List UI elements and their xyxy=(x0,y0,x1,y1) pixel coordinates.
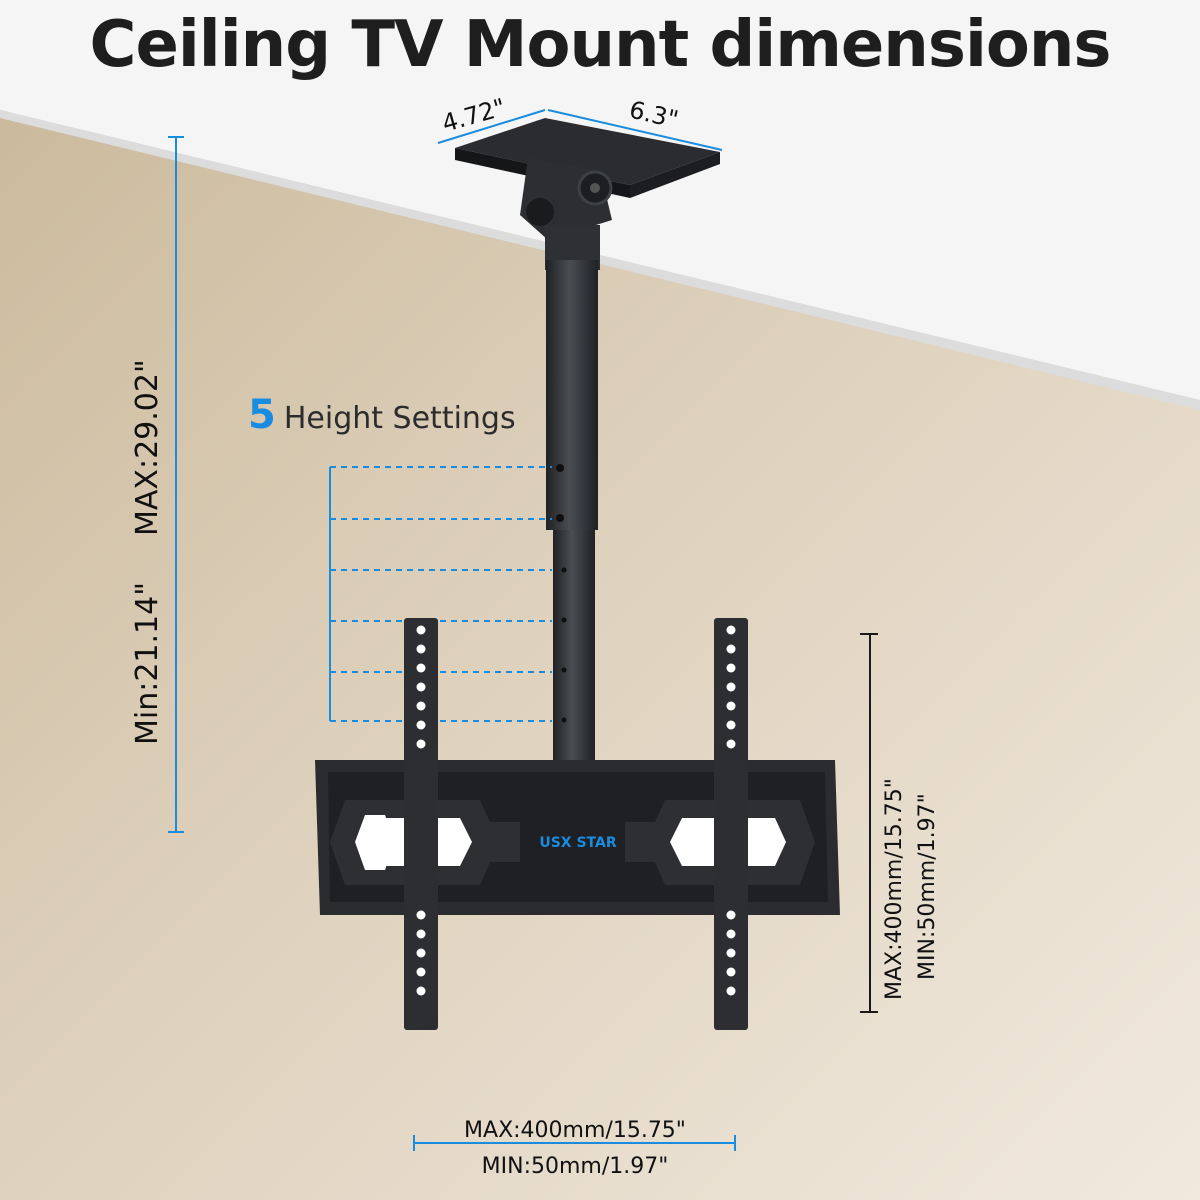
arm-hole xyxy=(416,739,426,749)
arm-hole xyxy=(726,720,736,730)
arm-hole xyxy=(416,625,426,635)
height-settings-guides xyxy=(329,466,552,722)
arm-hole xyxy=(416,682,426,692)
arm-hole xyxy=(416,986,426,996)
arm-hole xyxy=(726,986,736,996)
brand-label: USX STAR xyxy=(539,835,617,851)
height-settings-count: 5 xyxy=(248,392,276,438)
arm-hole xyxy=(726,682,736,692)
arm-hole xyxy=(726,701,736,711)
left-vesa-arm xyxy=(404,618,438,1030)
arm-hole xyxy=(416,720,426,730)
vesa-vertical-dimension xyxy=(860,633,878,1013)
vesa-vertical-max-label: MAX:400mm/15.75" xyxy=(882,778,907,1000)
vesa-horizontal-dimension xyxy=(413,1135,736,1151)
page-title: Ceiling TV Mount dimensions xyxy=(89,8,1111,82)
swivel-bracket xyxy=(520,158,613,270)
arm-hole xyxy=(416,967,426,977)
height-holes xyxy=(556,464,567,723)
arm-hole xyxy=(726,910,736,920)
arm-hole xyxy=(726,967,736,977)
arm-hole xyxy=(726,739,736,749)
vesa-arm-holes xyxy=(416,625,736,996)
pole-min-height-label: Min:21.14" xyxy=(130,581,165,745)
arm-hole xyxy=(416,701,426,711)
inner-pole xyxy=(553,530,595,770)
vesa-horizontal-max-label: MAX:400mm/15.75" xyxy=(464,1118,686,1143)
arm-hole xyxy=(416,929,426,939)
arm-hole xyxy=(726,625,736,635)
vesa-horizontal-min-label: MIN:50mm/1.97" xyxy=(481,1154,669,1179)
height-settings-text: Height Settings xyxy=(283,401,516,436)
vesa-vertical-min-label: MIN:50mm/1.97" xyxy=(915,793,940,980)
arm-hole xyxy=(416,644,426,654)
arm-hole xyxy=(416,663,426,673)
arm-hole xyxy=(726,663,736,673)
pole-max-height-label: MAX:29.02" xyxy=(130,359,165,536)
outer-pole xyxy=(546,260,598,530)
arm-hole xyxy=(726,929,736,939)
arm-hole xyxy=(726,644,736,654)
arm-hole xyxy=(416,910,426,920)
pole-height-dimension xyxy=(168,136,184,833)
right-vesa-arm xyxy=(714,618,748,1030)
ceiling-plate-dimension xyxy=(437,109,723,151)
arm-hole xyxy=(416,948,426,958)
arm-hole xyxy=(726,948,736,958)
